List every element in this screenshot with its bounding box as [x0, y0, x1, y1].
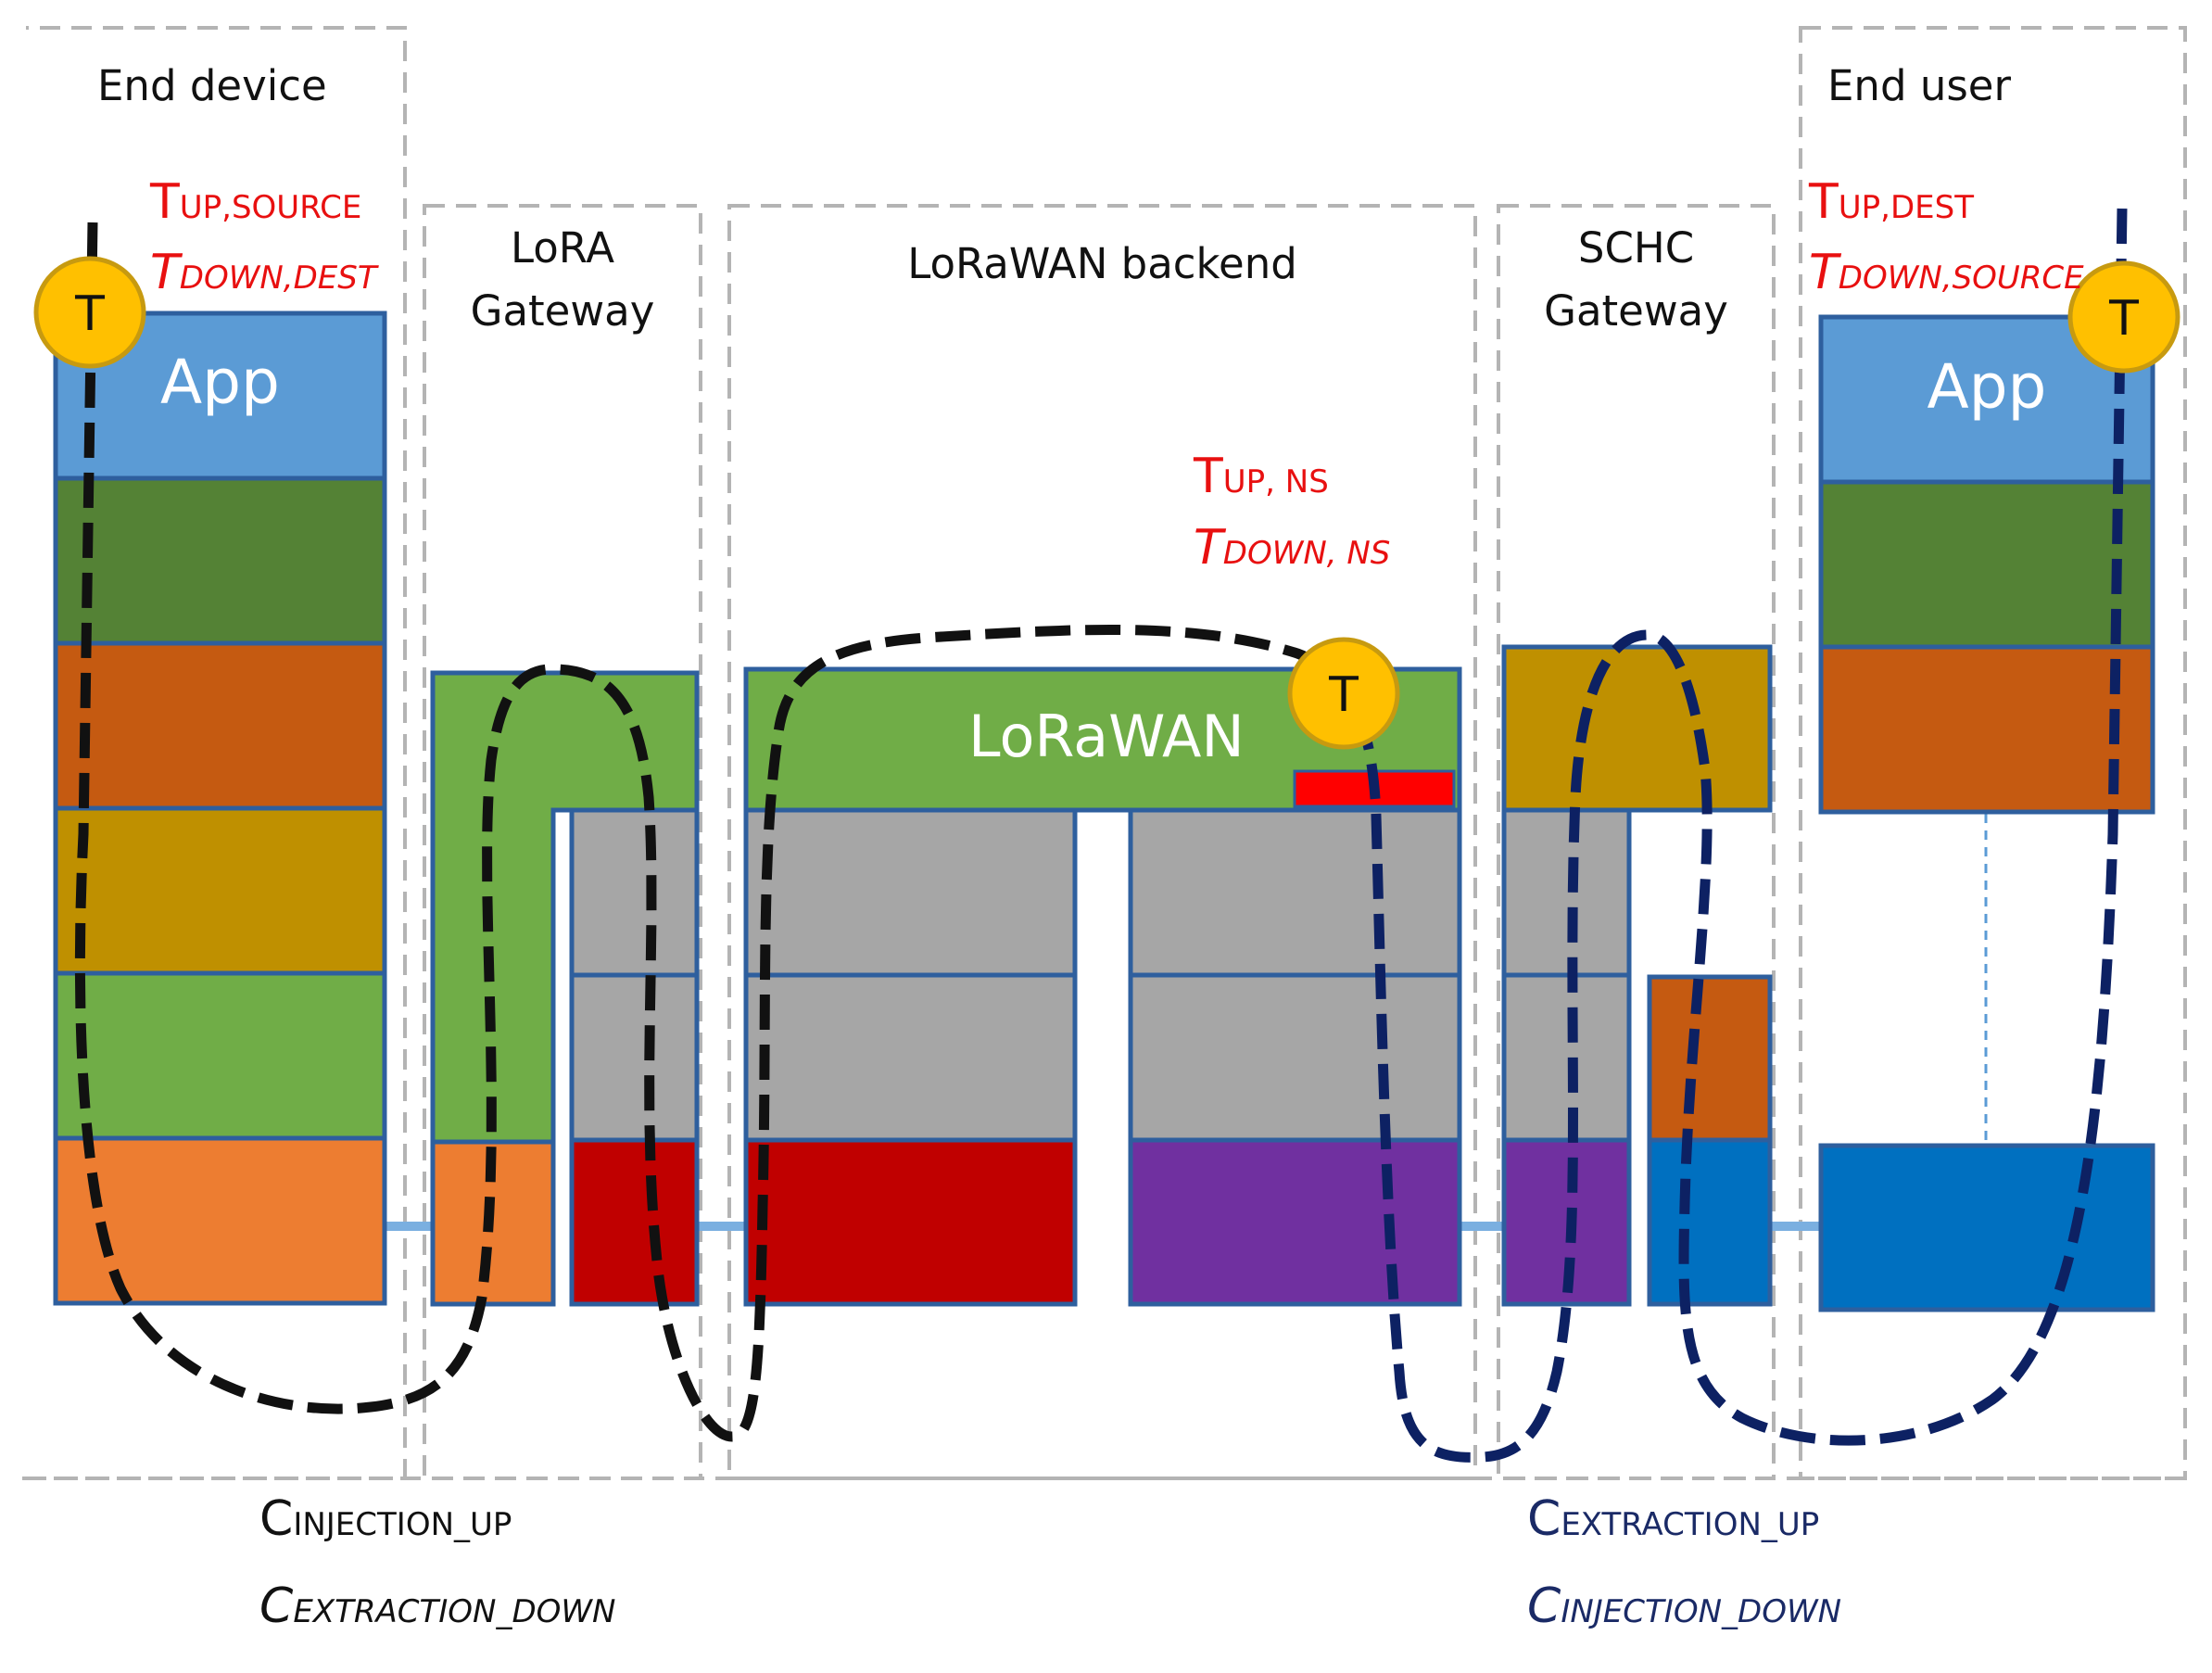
timestamp-marker-ns: T	[1287, 637, 1400, 750]
section-title-end-user: End user	[1827, 61, 2011, 110]
frame-schc-gateway	[1497, 204, 1776, 1480]
end-device-layer-4	[53, 805, 387, 976]
label-t-down-source: TDOWN,SOURCE	[1809, 245, 2084, 300]
gateway-gray-2	[569, 972, 700, 1143]
end-user-stack	[1818, 314, 2155, 1312]
label-t-up-ns: TUP, NS	[1194, 449, 1329, 504]
schc-gateway-stack	[1501, 644, 1773, 1307]
section-title-lora-gateway-line2: Gateway	[470, 286, 655, 336]
end-user-layer-2	[1818, 479, 2155, 650]
label-c-extraction-down: CEXTRACTION_DOWN	[259, 1578, 616, 1634]
end-device-layer-6	[53, 1135, 387, 1306]
label-t-down-dest: TDOWN,DEST	[150, 245, 377, 300]
schc-gray-2	[1501, 972, 1632, 1143]
schc-gray-1	[1501, 807, 1632, 978]
backend-right-gray-2	[1128, 972, 1462, 1143]
lora-gateway-stack	[430, 670, 700, 1307]
label-t-up-dest: TUP,DEST	[1809, 174, 1974, 230]
lorawan-backend-stack	[743, 666, 1462, 1307]
app-label-right: App	[1927, 351, 2047, 423]
end-device-stack	[53, 311, 387, 1306]
section-title-lora-gateway-line1: LoRA	[510, 223, 615, 272]
label-c-extraction-up: CEXTRACTION_UP	[1527, 1491, 1820, 1547]
timestamp-marker-end-device: T	[33, 256, 146, 369]
end-user-blue-block	[1818, 1143, 2155, 1312]
marker-letter: T	[74, 286, 105, 342]
timestamp-marker-end-user: T	[2067, 260, 2180, 374]
schc-mustard-block	[1501, 644, 1773, 813]
backend-left-red	[743, 1137, 1078, 1307]
lorawan-label: LoRaWAN	[968, 703, 1245, 770]
label-c-injection-up: CINJECTION_UP	[259, 1491, 512, 1547]
section-title-end-device: End device	[97, 61, 327, 110]
uplink-trace	[74, 222, 1348, 1442]
gateway-gray-1	[569, 807, 700, 978]
end-user-layer-3	[1818, 644, 2155, 815]
marker-letter: T	[2108, 291, 2139, 347]
backend-right-gray-1	[1128, 807, 1462, 978]
backend-left-gray-1	[743, 807, 1078, 978]
schc-blue-block	[1647, 1137, 1773, 1307]
marker-letter: T	[1328, 667, 1359, 723]
app-label-left: App	[160, 347, 280, 418]
label-t-down-ns: TDOWN, NS	[1194, 520, 1391, 576]
end-device-layer-2	[53, 475, 387, 646]
frame-lora-gateway	[423, 204, 702, 1480]
downlink-trace	[1341, 208, 2128, 1463]
section-frames	[22, 26, 2187, 1480]
gateway-red-block	[569, 1137, 700, 1307]
section-title-lorawan-backend: LoRaWAN backend	[907, 239, 1297, 288]
schc-rust-block	[1647, 974, 1773, 1143]
backend-left-gray-2	[743, 972, 1078, 1143]
section-title-schc-gateway-line1: SCHC	[1577, 223, 1695, 272]
label-t-up-source: TUP,SOURCE	[150, 174, 362, 230]
end-device-layer-5	[53, 970, 387, 1141]
label-c-injection-down: CINJECTION_DOWN	[1527, 1578, 1842, 1634]
section-title-schc-gateway-line2: Gateway	[1544, 286, 1728, 336]
frame-end-user	[1799, 26, 2187, 1480]
end-device-layer-3	[53, 640, 387, 811]
backend-right-purple	[1128, 1137, 1462, 1307]
